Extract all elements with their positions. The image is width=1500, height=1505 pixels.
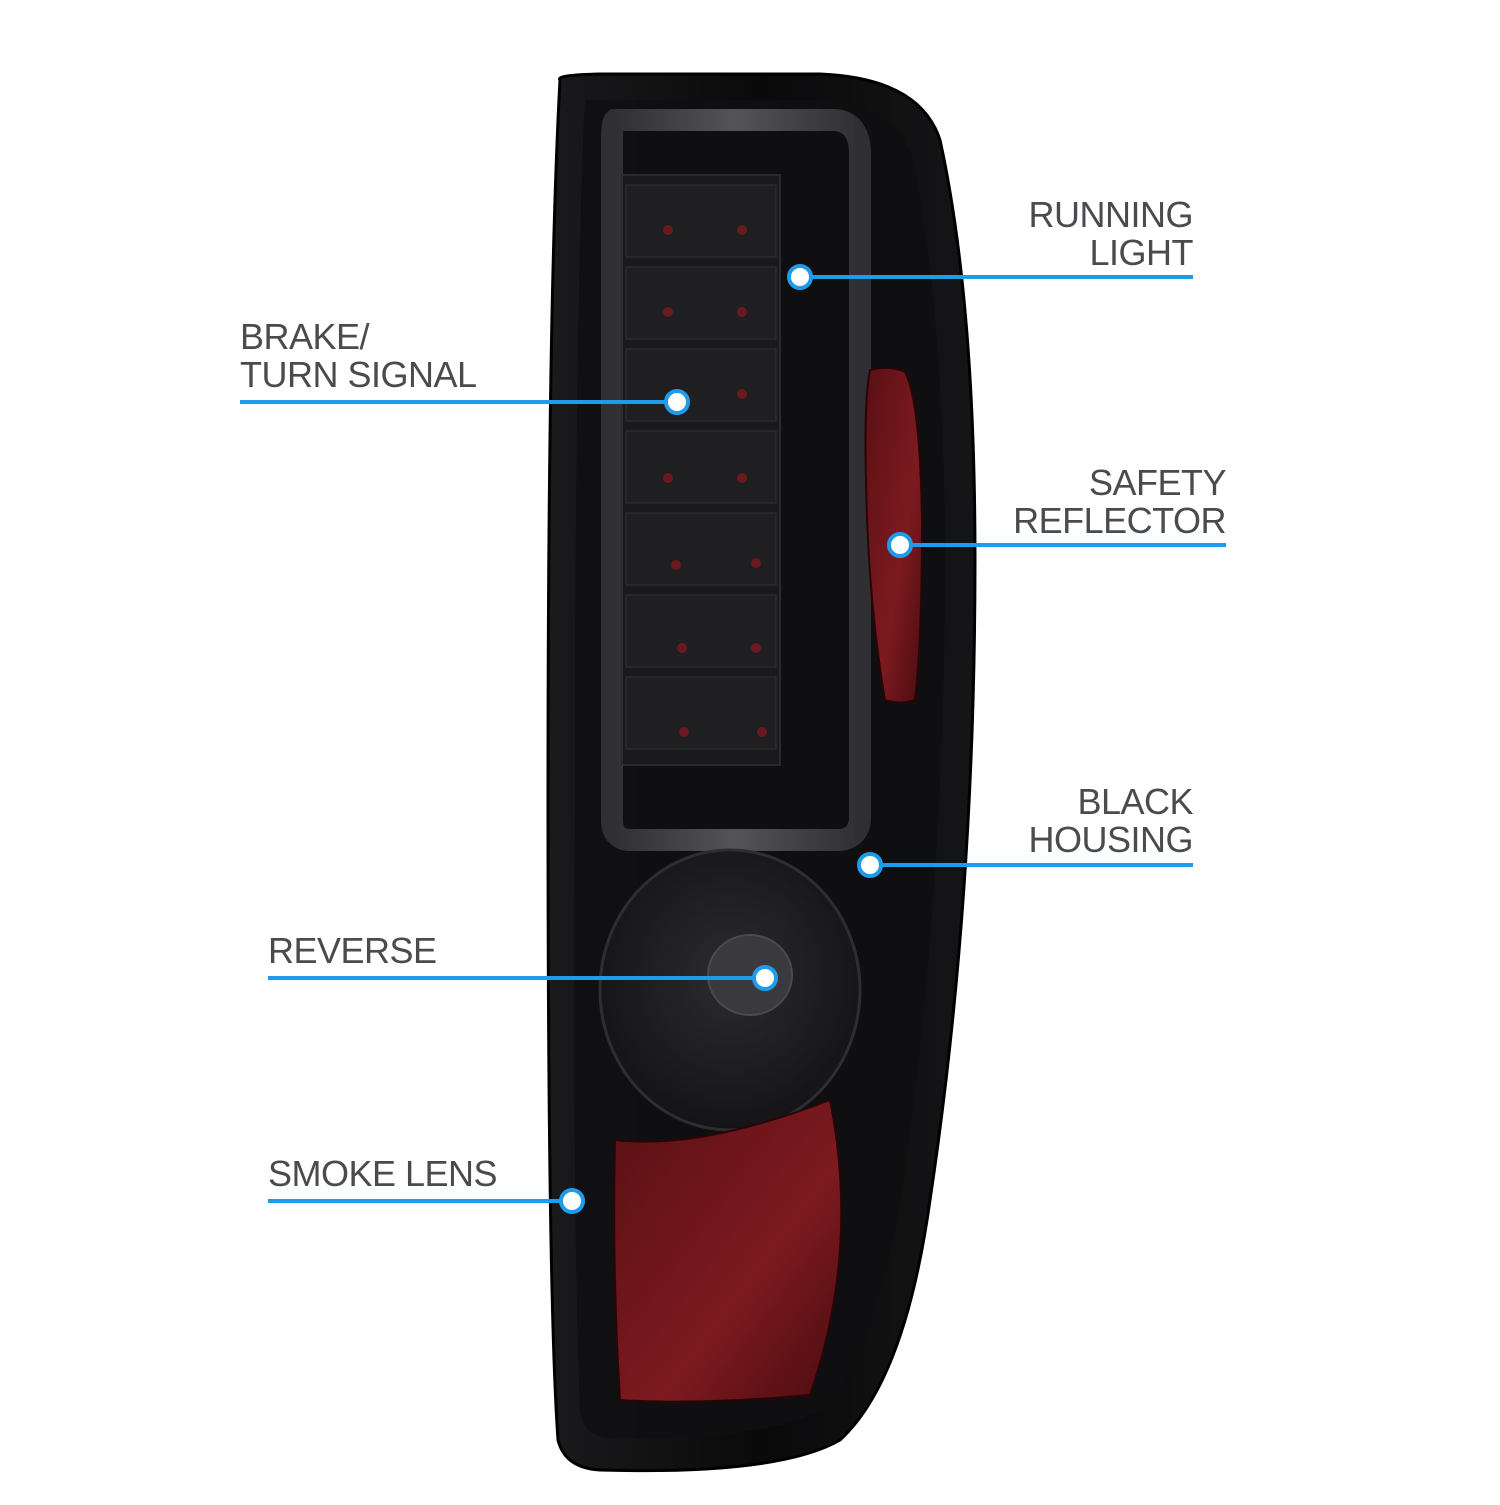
led-row-1 (625, 184, 777, 258)
safety-reflector-label-line1: SAFETY (1088, 462, 1227, 503)
led-row-5 (625, 512, 777, 586)
black-housing-label: BLACK HOUSING (1028, 783, 1193, 859)
safety-reflector-label: SAFETY REFLECTOR (1013, 464, 1226, 540)
safety-reflector-dot (887, 532, 913, 558)
led-row-4 (625, 430, 777, 504)
brake-turn-label-line1: BRAKE/ (240, 316, 370, 357)
running-light-label-line1: RUNNING (1028, 194, 1194, 235)
callout-lines (240, 275, 1226, 1203)
running-light-label-line2: LIGHT (1089, 232, 1193, 273)
reverse-bulb (707, 934, 793, 1016)
smoke-lens-dot (559, 1188, 585, 1214)
lower-red-reflector (613, 1098, 843, 1403)
black-housing-dot (857, 852, 883, 878)
brake-turn-label: BRAKE/ TURN SIGNAL (240, 318, 477, 394)
callout-dots (559, 264, 913, 1214)
safety-reflector-label-line2: REFLECTOR (1013, 500, 1226, 541)
reverse-label: REVERSE (268, 932, 437, 970)
led-row-6 (625, 594, 777, 668)
smoke-lens-label: SMOKE LENS (268, 1153, 498, 1194)
brake-turn-dot (664, 389, 690, 415)
black-housing-label-line2: HOUSING (1028, 819, 1193, 860)
black-housing-label-line1: BLACK (1077, 781, 1193, 822)
led-row-2 (625, 266, 777, 340)
smoke-lens-label-line1: SMOKE LENS (268, 1153, 498, 1194)
led-row-7 (625, 676, 777, 750)
led-rows (625, 184, 777, 750)
running-light-tube (601, 109, 871, 851)
running-light-dot (787, 264, 813, 290)
reverse-dot (752, 965, 778, 991)
reverse-label-line1: REVERSE (268, 930, 437, 971)
led-row-3 (625, 348, 777, 422)
running-light-label: RUNNING LIGHT (1029, 196, 1194, 272)
brake-turn-label-line2: TURN SIGNAL (240, 354, 477, 395)
